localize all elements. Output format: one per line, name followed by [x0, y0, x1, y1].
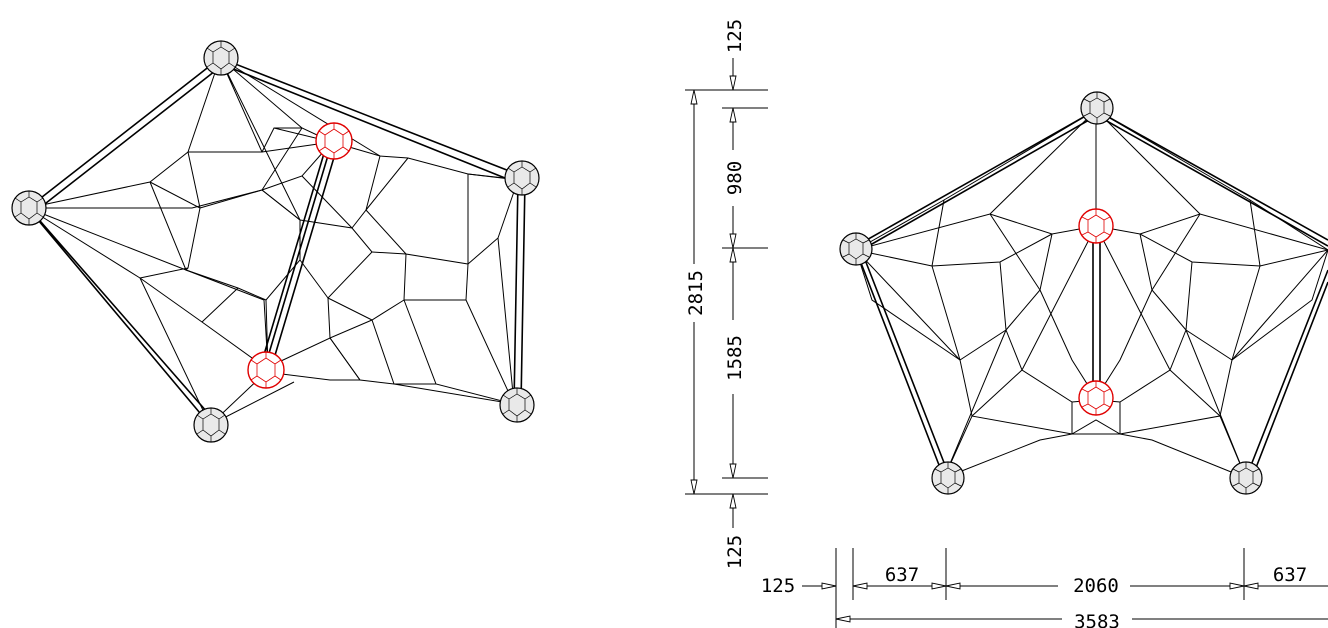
- plan-node-top: [1080, 91, 1114, 125]
- perspective-net: [27, 57, 523, 426]
- dim-lower-segment: 1585: [724, 335, 746, 381]
- dim-center-span: 2060: [1073, 575, 1119, 597]
- dim-upper-segment: 980: [724, 161, 746, 195]
- perspective-node-left: [11, 190, 47, 226]
- horizontal-dimensions: 125 637 2060 637 3583: [761, 548, 1328, 628]
- dim-overall-width: 3583: [1074, 611, 1120, 628]
- dim-overall-height: 2815: [685, 270, 707, 316]
- perspective-node-right: [504, 160, 540, 196]
- plan-view: [839, 91, 1328, 495]
- plan-frame: [855, 109, 1328, 479]
- perspective-node-bottom-left: [193, 407, 229, 443]
- plan-highlight-node-lower: [1078, 380, 1114, 416]
- dim-right-offset: 637: [1273, 564, 1307, 586]
- vertical-dimensions: 125 980 2815 1585 125: [685, 19, 768, 569]
- dim-left-offset: 637: [885, 564, 919, 586]
- perspective-frame: [27, 57, 526, 426]
- perspective-view: [11, 40, 540, 443]
- perspective-node-top: [203, 40, 239, 76]
- plan-node-bottom-left: [931, 461, 965, 495]
- dim-top-gap: 125: [724, 19, 746, 53]
- plan-highlight-node-upper: [1078, 208, 1114, 244]
- perspective-highlight-node-lower: [247, 351, 285, 389]
- perspective-node-bottom-right: [499, 387, 535, 423]
- dim-bottom-gap: 125: [724, 535, 746, 569]
- perspective-highlight-node-upper: [315, 122, 353, 160]
- plan-node-left: [839, 232, 873, 266]
- plan-node-bottom-right: [1229, 461, 1263, 495]
- plan-net: [855, 109, 1328, 479]
- dim-left-gap: 125: [761, 575, 795, 597]
